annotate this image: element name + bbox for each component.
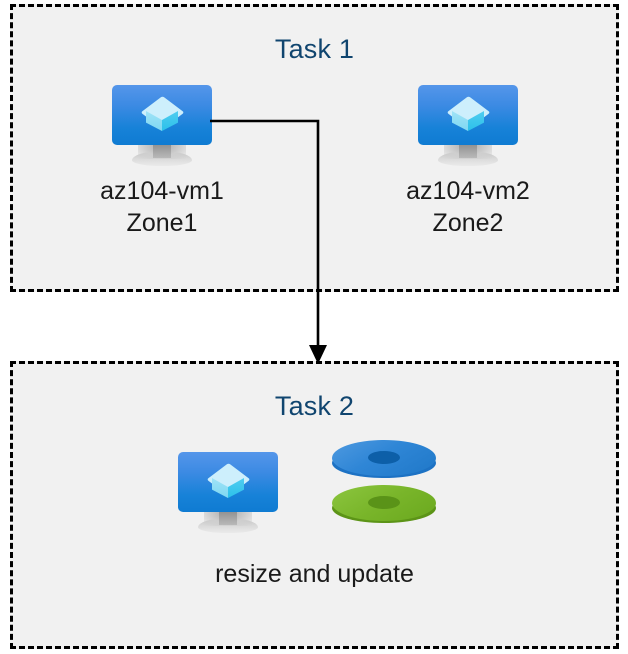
- cube-icon: [140, 96, 184, 135]
- node-label-az104-vm2: az104-vm2 Zone2: [406, 177, 530, 237]
- disk-stack-icon: [332, 440, 438, 532]
- node-label-az104-vm1: az104-vm1 Zone1: [100, 177, 224, 237]
- monitor-neck-shape: [459, 143, 477, 158]
- virtual-machine-icon: [112, 85, 212, 167]
- node-az104-vm2[interactable]: az104-vm2 Zone2: [378, 85, 558, 239]
- monitor-neck-shape: [153, 143, 171, 158]
- virtual-machine-icon: [178, 452, 278, 534]
- disk-green-hole: [368, 496, 400, 509]
- disk-green: [332, 485, 436, 531]
- monitor-screen-shape: [418, 85, 518, 145]
- node-az104-vm1[interactable]: az104-vm1 Zone1: [72, 85, 252, 239]
- task-2-title: Task 2: [274, 391, 355, 421]
- task-1-panel: Task 1 az104-vm1 Zone1: [10, 4, 619, 292]
- disk-blue: [332, 440, 436, 486]
- task-1-title: Task 1: [274, 34, 355, 64]
- monitor-screen-shape: [112, 85, 212, 145]
- task-2-panel: Task 2 resize and update: [10, 361, 619, 649]
- node-resize-and-update[interactable]: [138, 452, 318, 534]
- cube-icon: [446, 96, 490, 135]
- virtual-machine-icon: [418, 85, 518, 167]
- monitor-neck-shape: [219, 510, 237, 525]
- task-2-caption: resize and update: [215, 560, 414, 588]
- monitor-screen-shape: [178, 452, 278, 512]
- disk-blue-hole: [368, 451, 400, 464]
- cube-icon: [206, 463, 250, 502]
